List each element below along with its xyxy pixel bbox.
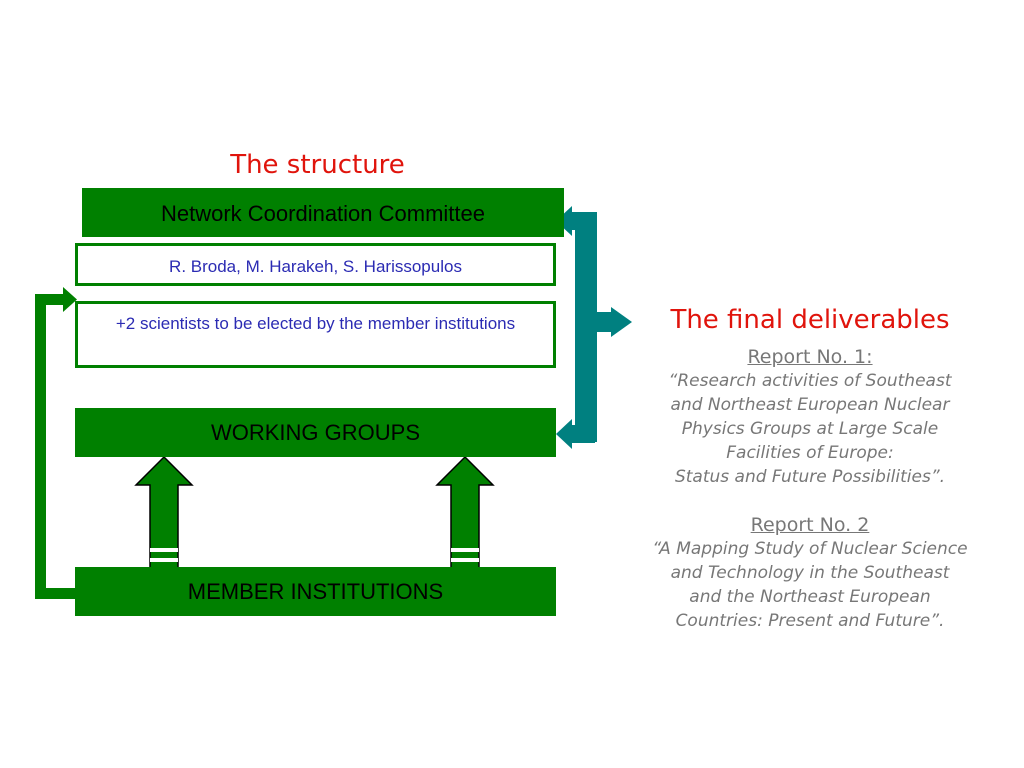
report1-text-line1: “Research activities of Southeast <box>668 371 952 391</box>
report1-text-line5: Status and Future Possibilities”. <box>674 467 946 487</box>
up-arrow-left <box>134 455 194 569</box>
report1-text-line4: Facilities of Europe: <box>726 443 894 463</box>
reports-list: Report No. 1: “Research activities of So… <box>640 345 980 633</box>
deliverables-bracket-arrow <box>556 206 632 449</box>
report2-text-line2: and Technology in the Southeast <box>670 563 950 583</box>
member-institutions-box: MEMBER INSTITUTIONS <box>75 567 556 616</box>
report2-title: Report No. 2 <box>750 514 870 536</box>
member-institutions-label: MEMBER INSTITUTIONS <box>187 579 444 604</box>
committee-label: Network Coordination Committee <box>160 201 486 226</box>
committee-box: Network Coordination Committee <box>82 188 564 237</box>
working-groups-box: WORKING GROUPS <box>75 408 556 457</box>
report2-text-line3: and the Northeast European <box>689 587 931 607</box>
report-spacer <box>640 489 980 513</box>
report2-text-line1: “A Mapping Study of Nuclear Science <box>652 539 968 559</box>
report2-text-line4: Countries: Present and Future”. <box>675 611 945 631</box>
elected-box: +2 scientists to be elected by the membe… <box>75 301 556 368</box>
members-box: R. Broda, M. Harakeh, S. Harissopulos <box>75 243 556 286</box>
members-label: R. Broda, M. Harakeh, S. Harissopulos <box>169 257 462 276</box>
report1-text-line2: and Northeast European Nuclear <box>670 395 950 415</box>
up-arrow-right <box>435 455 495 569</box>
deliverables-title: The final deliverables <box>670 305 950 335</box>
report1-title: Report No. 1: <box>747 346 873 368</box>
feedback-arrow <box>35 287 77 599</box>
working-groups-label: WORKING GROUPS <box>210 420 420 445</box>
report1-text-line3: Physics Groups at Large Scale <box>681 419 939 439</box>
elected-label: +2 scientists to be elected by the membe… <box>115 314 516 333</box>
structure-title: The structure <box>230 150 405 180</box>
